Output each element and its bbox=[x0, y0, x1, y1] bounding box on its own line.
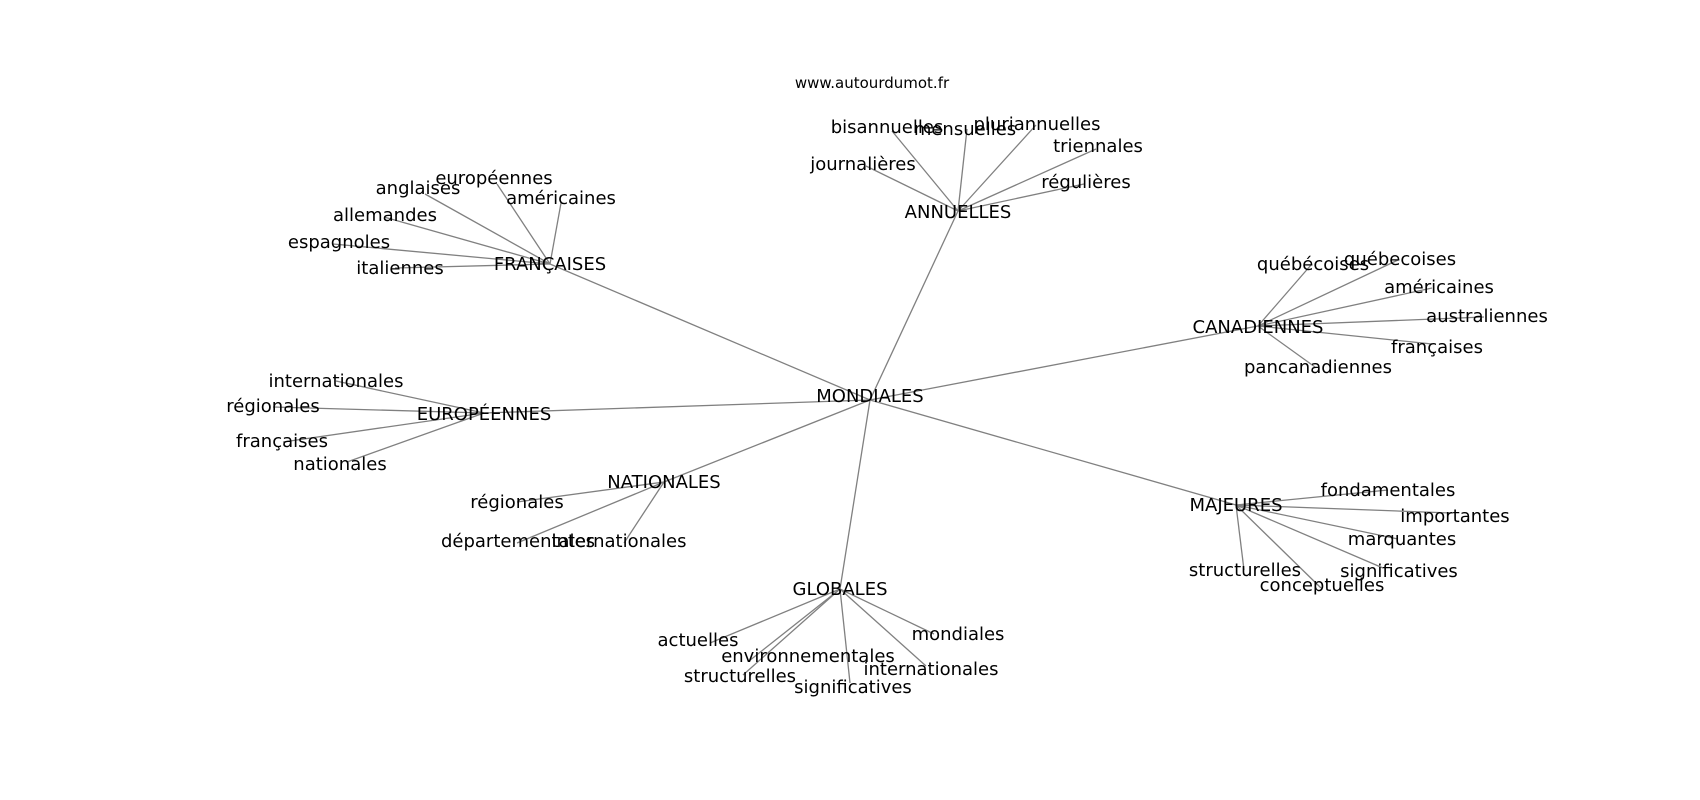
edge-francaises-leaf-0 bbox=[496, 183, 551, 265]
hub-node-europeennes: EUROPÉENNES bbox=[417, 403, 552, 425]
edge-annuelles-leaf-5 bbox=[957, 183, 1085, 212]
edge-canadiennes-leaf-5 bbox=[1257, 325, 1316, 368]
center-node-label: MONDIALES bbox=[816, 386, 923, 407]
edge-majeures-leaf-0 bbox=[1235, 489, 1389, 506]
hub-node-nationales: NATIONALES bbox=[607, 472, 720, 493]
leaf-node-canadiennes-2: américaines bbox=[1384, 277, 1494, 298]
graph-edges bbox=[272, 124, 1485, 684]
edge-europeennes-leaf-2 bbox=[282, 412, 485, 443]
leaf-node-nationales-2: internationales bbox=[551, 531, 686, 552]
edge-majeures-leaf-5 bbox=[1235, 504, 1322, 589]
edge-canadiennes-leaf-2 bbox=[1257, 287, 1433, 327]
leaf-node-annuelles-1: mensuelles bbox=[914, 119, 1016, 140]
edge-globales-leaf-3 bbox=[839, 588, 851, 684]
leaf-node-francaises-2: américaines bbox=[506, 188, 616, 209]
edge-globales-leaf-0 bbox=[709, 588, 841, 644]
leaf-node-globales-4: internationales bbox=[863, 659, 998, 680]
leaf-node-annuelles-0: bisannuelles bbox=[831, 117, 944, 138]
leaf-node-canadiennes-1: québecoises bbox=[1344, 249, 1456, 270]
leaf-node-globales-3: significatives bbox=[794, 677, 912, 698]
edge-center-annuelles bbox=[869, 210, 959, 401]
edge-globales-leaf-5 bbox=[839, 588, 935, 635]
leaf-node-francaises-4: espagnoles bbox=[288, 232, 390, 253]
edge-globales-leaf-1 bbox=[748, 588, 841, 662]
leaf-node-nationales-0: régionales bbox=[470, 492, 563, 513]
edge-center-nationales bbox=[663, 399, 871, 483]
edge-center-europeennes bbox=[483, 399, 871, 414]
edge-center-globales bbox=[839, 399, 871, 590]
leaf-node-annuelles-2: pluriannuelles bbox=[973, 114, 1100, 135]
edge-center-francaises bbox=[549, 263, 871, 401]
leaf-node-majeures-5: conceptuelles bbox=[1260, 575, 1385, 596]
edge-majeures-leaf-1 bbox=[1235, 504, 1452, 514]
hub-node-globales: GLOBALES bbox=[793, 579, 888, 600]
site-url: www.autourdumot.fr bbox=[795, 74, 950, 92]
leaf-node-canadiennes-0: québécoises bbox=[1257, 254, 1369, 275]
hub-node-francaises: FRANÇAISES bbox=[494, 254, 606, 275]
leaf-node-annuelles-4: journalières bbox=[809, 154, 915, 175]
edge-canadiennes-leaf-4 bbox=[1257, 325, 1433, 345]
edge-europeennes-leaf-1 bbox=[272, 406, 485, 414]
leaf-node-globales-0: actuelles bbox=[658, 630, 739, 651]
leaf-node-europeennes-2: françaises bbox=[236, 431, 328, 452]
leaf-node-globales-1: environnementales bbox=[721, 646, 895, 667]
edge-majeures-leaf-3 bbox=[1235, 504, 1384, 569]
leaf-node-globales-2: structurelles bbox=[684, 666, 796, 687]
edge-europeennes-leaf-3 bbox=[346, 412, 485, 463]
edge-globales-leaf-4 bbox=[839, 588, 927, 667]
edge-majeures-leaf-4 bbox=[1235, 504, 1245, 571]
leaf-node-europeennes-0: internationales bbox=[268, 371, 403, 392]
edge-canadiennes-leaf-3 bbox=[1257, 316, 1485, 327]
leaf-node-majeures-3: significatives bbox=[1340, 561, 1458, 582]
leaf-node-nationales-1: départementales bbox=[441, 531, 595, 552]
hub-node-majeures: MAJEURES bbox=[1189, 495, 1282, 516]
edge-francaises-leaf-5 bbox=[394, 263, 551, 269]
leaf-node-francaises-0: européennes bbox=[435, 168, 552, 189]
edge-majeures-leaf-2 bbox=[1235, 504, 1399, 540]
edge-canadiennes-leaf-1 bbox=[1257, 259, 1399, 327]
leaf-node-majeures-4: structurelles bbox=[1189, 560, 1301, 581]
edge-nationales-leaf-2 bbox=[623, 481, 665, 544]
edge-annuelles-leaf-2 bbox=[957, 124, 1037, 212]
leaf-node-canadiennes-5: pancanadiennes bbox=[1244, 357, 1392, 378]
leaf-node-francaises-5: italiennes bbox=[356, 258, 443, 279]
leaf-node-europeennes-3: nationales bbox=[293, 454, 386, 475]
edge-canadiennes-leaf-0 bbox=[1257, 264, 1312, 327]
leaf-node-canadiennes-4: françaises bbox=[1391, 337, 1483, 358]
edge-nationales-leaf-1 bbox=[516, 481, 665, 544]
leaf-node-annuelles-3: triennales bbox=[1053, 136, 1143, 157]
edge-center-canadiennes bbox=[869, 325, 1259, 401]
leaf-node-francaises-1: anglaises bbox=[376, 178, 461, 199]
hub-node-annuelles: ANNUELLES bbox=[905, 202, 1012, 223]
edge-francaises-leaf-2 bbox=[549, 202, 562, 265]
edge-annuelles-leaf-0 bbox=[891, 130, 959, 212]
edge-annuelles-leaf-3 bbox=[957, 148, 1097, 212]
leaf-node-majeures-1: importantes bbox=[1400, 506, 1509, 527]
edge-annuelles-leaf-4 bbox=[865, 165, 959, 212]
leaf-node-canadiennes-3: australiennes bbox=[1426, 306, 1548, 327]
edge-globales-leaf-2 bbox=[742, 588, 841, 676]
leaf-node-francaises-3: allemandes bbox=[333, 205, 437, 226]
edge-francaises-leaf-4 bbox=[332, 243, 551, 265]
leaf-node-majeures-0: fondamentales bbox=[1321, 480, 1456, 501]
leaf-node-globales-5: mondiales bbox=[912, 624, 1005, 645]
edge-europeennes-leaf-0 bbox=[335, 380, 485, 414]
edge-francaises-leaf-1 bbox=[424, 193, 551, 265]
leaf-node-majeures-2: marquantes bbox=[1348, 529, 1456, 550]
hub-node-canadiennes: CANADIENNES bbox=[1193, 317, 1324, 338]
edge-annuelles-leaf-1 bbox=[957, 128, 968, 212]
edge-francaises-leaf-3 bbox=[383, 216, 551, 265]
edge-nationales-leaf-0 bbox=[516, 481, 665, 503]
edge-center-majeures bbox=[869, 399, 1237, 506]
leaf-node-europeennes-1: régionales bbox=[226, 396, 319, 417]
leaf-node-annuelles-5: régulières bbox=[1041, 172, 1130, 193]
